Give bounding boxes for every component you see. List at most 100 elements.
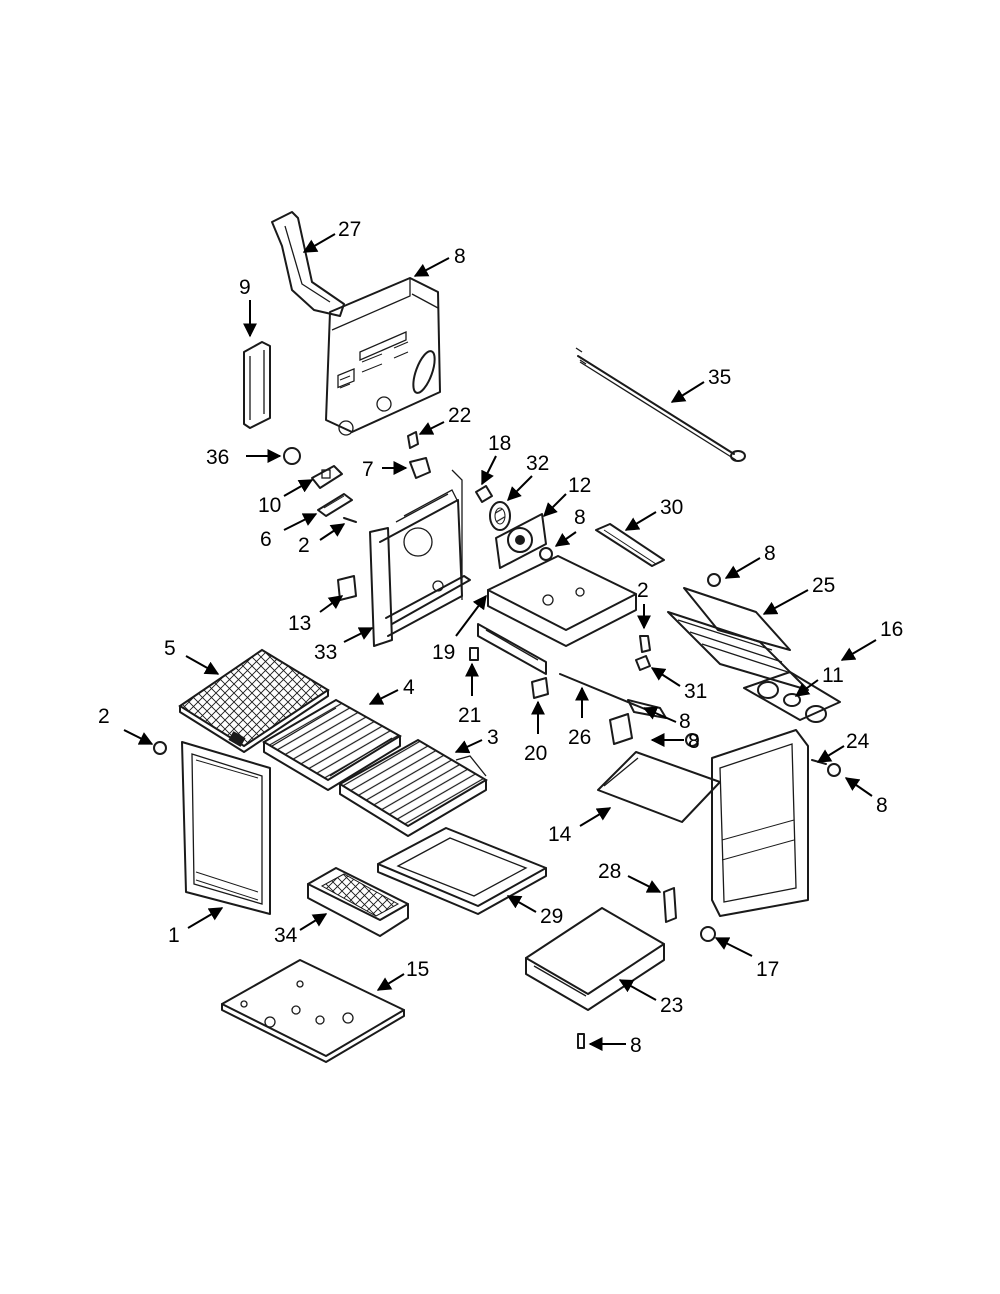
part-15-oven-bottom <box>221 959 405 1063</box>
svg-text:34: 34 <box>274 924 298 947</box>
svg-text:6: 6 <box>260 528 272 551</box>
svg-text:5: 5 <box>164 637 176 660</box>
svg-text:2: 2 <box>98 705 110 728</box>
svg-text:1: 1 <box>168 924 180 947</box>
part-16-bracket <box>743 671 841 721</box>
svg-text:11: 11 <box>822 664 844 687</box>
callout-8-b: 8 <box>554 506 586 547</box>
callout-26: 26 <box>568 686 591 749</box>
part-27-vent-duct <box>271 211 345 317</box>
callout-33: 33 <box>314 627 374 664</box>
part-7-bracket <box>409 457 431 479</box>
svg-text:3: 3 <box>487 726 499 749</box>
part-11-knobs <box>757 681 827 723</box>
svg-text:31: 31 <box>684 680 707 703</box>
svg-text:27: 27 <box>338 218 361 241</box>
part-18-clip <box>475 485 493 503</box>
part-3-oven-rack <box>338 738 488 837</box>
svg-text:8: 8 <box>574 506 586 529</box>
part-22-clip <box>407 431 419 449</box>
callout-22: 22 <box>418 404 471 435</box>
callout-7: 7 <box>362 458 408 481</box>
svg-text:12: 12 <box>568 474 591 497</box>
part-2-screw <box>343 517 357 523</box>
part-6-bracket <box>317 493 353 517</box>
callout-4: 4 <box>368 676 415 705</box>
callout-3: 3 <box>454 726 499 754</box>
svg-text:33: 33 <box>314 641 337 664</box>
callout-10: 10 <box>258 479 314 517</box>
part-34-vent-tray <box>307 867 409 937</box>
callout-9: 9 <box>239 276 257 338</box>
part-5-oven-rack <box>178 648 330 753</box>
part-20-switch <box>531 677 549 699</box>
callout-12: 12 <box>543 474 591 517</box>
part-21-sensor <box>469 647 479 661</box>
part-8-nut <box>539 547 553 561</box>
callout-8-f: 8 <box>844 777 888 817</box>
part-32-fan <box>489 501 511 531</box>
callout-30: 30 <box>624 496 683 531</box>
svg-text:8: 8 <box>876 794 888 817</box>
callout-20: 20 <box>524 700 547 765</box>
part-1-oven-door <box>181 741 271 915</box>
callout-6: 6 <box>260 513 318 551</box>
part-8-screw-d <box>827 763 841 777</box>
callout-35: 35 <box>670 366 731 403</box>
svg-text:17: 17 <box>756 958 779 981</box>
callout-27: 27 <box>302 218 361 253</box>
callout-1: 1 <box>168 907 224 947</box>
svg-text:8: 8 <box>454 245 466 268</box>
callout-8-e: 8 <box>650 730 700 753</box>
callout-8-c: 8 <box>724 542 776 579</box>
callout-8-g: 8 <box>588 1034 642 1057</box>
part-8-latch-b <box>609 713 633 745</box>
svg-text:24: 24 <box>846 730 870 753</box>
callout-2: 2 <box>298 523 346 557</box>
callout-34: 34 <box>274 913 328 947</box>
svg-text:25: 25 <box>812 574 835 597</box>
callout-2-b: 2 <box>637 579 651 630</box>
svg-text:29: 29 <box>540 905 563 928</box>
callout-31: 31 <box>650 667 707 703</box>
svg-text:9: 9 <box>239 276 251 299</box>
callout-18: 18 <box>481 432 511 486</box>
svg-text:19: 19 <box>432 641 455 664</box>
svg-text:7: 7 <box>362 458 374 481</box>
callout-8: 8 <box>413 245 466 277</box>
svg-text:2: 2 <box>637 579 649 602</box>
part-8-screw-c <box>685 733 699 747</box>
part-30-bracket <box>595 523 665 567</box>
callout-15: 15 <box>376 958 429 991</box>
svg-text:23: 23 <box>660 994 683 1017</box>
part-door-frame-right <box>711 729 809 917</box>
callout-16: 16 <box>840 618 903 661</box>
part-8-screw-e <box>577 1033 585 1049</box>
part-26-wire <box>559 673 653 713</box>
part-36-knob <box>283 447 301 465</box>
svg-text:28: 28 <box>598 860 621 883</box>
svg-text:22: 22 <box>448 404 471 427</box>
svg-text:8: 8 <box>679 710 691 733</box>
part-14-plate <box>597 751 721 823</box>
svg-text:14: 14 <box>548 823 572 846</box>
part-2-screw-b <box>639 635 651 653</box>
svg-text:20: 20 <box>524 742 547 765</box>
svg-text:15: 15 <box>406 958 429 981</box>
part-29-drawer-frame <box>377 827 547 915</box>
callout-11: 11 <box>794 664 844 697</box>
svg-text:8: 8 <box>764 542 776 565</box>
part-13-bracket <box>337 575 357 601</box>
part-2-screw-c <box>153 741 167 755</box>
part-12-motor <box>495 513 547 569</box>
svg-text:36: 36 <box>206 446 229 469</box>
callout-32: 32 <box>507 452 549 501</box>
callout-19: 19 <box>432 594 487 664</box>
svg-text:18: 18 <box>488 432 511 455</box>
svg-text:26: 26 <box>568 726 591 749</box>
part-28-slide <box>663 887 677 923</box>
callout-13: 13 <box>288 595 344 635</box>
callout-24: 24 <box>816 730 870 763</box>
svg-text:32: 32 <box>526 452 549 475</box>
